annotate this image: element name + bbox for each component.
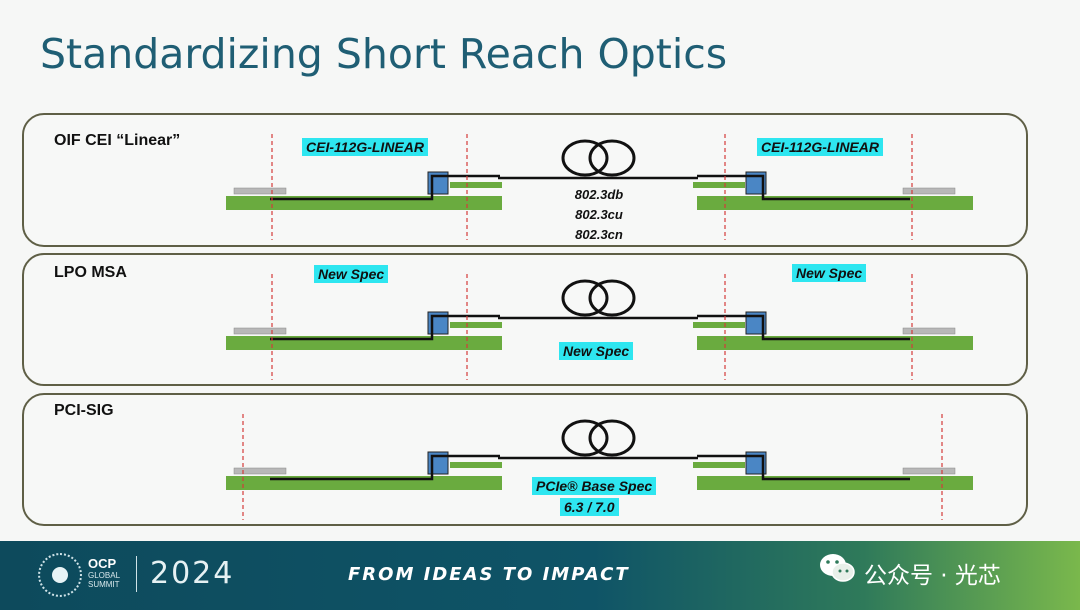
panel-label-pcisig: PCI-SIG	[54, 402, 114, 419]
fiber-spool-loop	[588, 279, 636, 317]
fiber-spool-loop	[561, 419, 609, 457]
spec-802-3cu: 802.3cu	[575, 207, 623, 222]
left-asic-pad	[233, 187, 287, 195]
panel-pcisig	[22, 393, 1028, 526]
ocp-logo-icon	[38, 553, 82, 597]
left-trace	[270, 174, 500, 201]
panel-oif	[22, 113, 1028, 247]
left-module-stub	[450, 322, 502, 328]
link-diagrams	[226, 134, 973, 520]
fiber-spool-loop	[588, 139, 636, 177]
right-module-stub	[693, 182, 745, 188]
right-trace	[697, 174, 910, 201]
right-module-stub	[693, 322, 745, 328]
left-trace	[270, 314, 500, 341]
spec-802-3cn: 802.3cn	[575, 227, 623, 242]
left-module-stub	[450, 182, 502, 188]
center-tag-lpo: New Spec	[559, 342, 634, 360]
ocp-logo-sub-2: SUMMIT	[88, 580, 120, 589]
footer-tagline: FROM IDEAS TO IMPACT	[348, 564, 630, 585]
fiber-spool-loop	[588, 419, 636, 457]
footer-divider	[136, 556, 137, 592]
left-asic-pad	[233, 327, 287, 335]
center-tag-pcisig: PCIe® Base Spec	[532, 477, 657, 495]
footer-year: 2024	[150, 556, 235, 591]
right-connector	[745, 171, 767, 195]
left-trace	[270, 454, 500, 481]
right-trace	[697, 454, 910, 481]
fiber-spool-loop	[561, 279, 609, 317]
panel-label-lpo: LPO MSA	[54, 264, 127, 281]
right-module-stub	[693, 462, 745, 468]
right-connector	[745, 451, 767, 475]
wechat-icon	[820, 554, 855, 582]
slide-title: Standardizing Short Reach Optics	[40, 30, 728, 78]
right-asic-pad	[902, 327, 956, 335]
right-tag-oif: CEI-112G-LINEAR	[757, 138, 883, 156]
panel-label-oif: OIF CEI “Linear”	[54, 132, 181, 149]
fiber-spool-loop	[561, 139, 609, 177]
right-connector	[745, 311, 767, 335]
center-sub-pcisig: 6.3 / 7.0	[560, 498, 619, 516]
ocp-logo-sub-1: GLOBAL	[88, 571, 121, 580]
ocp-logo-center	[52, 567, 68, 583]
right-asic-pad	[902, 467, 956, 475]
left-tag-lpo: New Spec	[314, 265, 389, 283]
footer-watermark: 公众号 · 光芯	[864, 563, 1001, 589]
footer-banner	[0, 541, 1080, 610]
left-tag-oif: CEI-112G-LINEAR	[302, 138, 428, 156]
right-tag-lpo: New Spec	[792, 264, 867, 282]
spec-802-3db: 802.3db	[574, 187, 624, 202]
ocp-logo-text: OCP	[88, 556, 117, 571]
left-module-stub	[450, 462, 502, 468]
left-asic-pad	[233, 467, 287, 475]
right-asic-pad	[902, 187, 956, 195]
right-trace	[697, 314, 910, 341]
